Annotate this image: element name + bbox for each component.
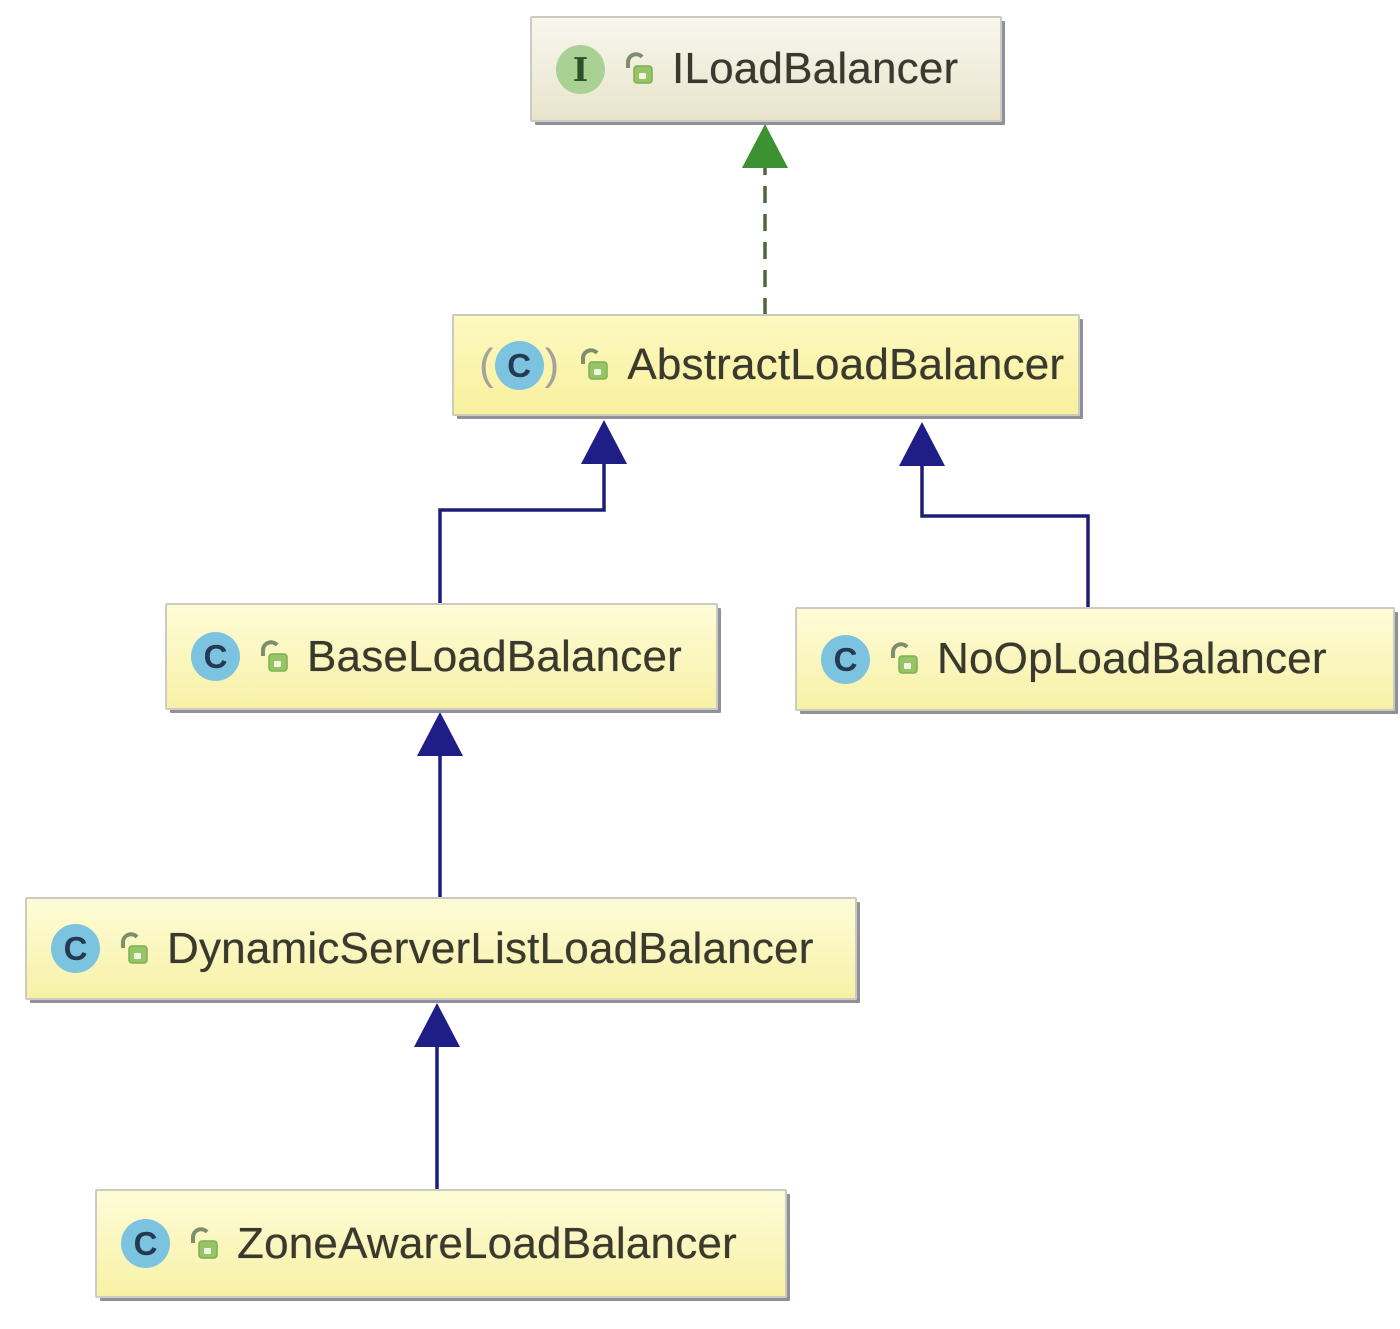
type-icon-wrap: ( C ) <box>51 924 100 973</box>
class-node-nooploadbalancer[interactable]: ( C ) NoOpLoadBalancer <box>795 607 1395 711</box>
class-name-label: ZoneAwareLoadBalancer <box>237 1218 737 1268</box>
class-name-label: BaseLoadBalancer <box>307 631 683 681</box>
public-unlock-icon <box>257 639 290 675</box>
extends-edge-base-extends-abstract[interactable] <box>438 464 606 603</box>
implements-arrowhead-abstract-implements-iloadbalancer[interactable] <box>742 124 788 168</box>
class-node-dynamicserverlistloadbalancer[interactable]: ( C ) DynamicServerListLoadBalancer <box>25 897 857 1000</box>
type-icon-wrap: ( C ) <box>121 1219 170 1268</box>
type-icon-wrap: ( C ) <box>191 632 240 681</box>
class-name-label: DynamicServerListLoadBalancer <box>167 923 814 973</box>
class-node-zoneawareloadbalancer[interactable]: ( C ) ZoneAwareLoadBalancer <box>95 1189 787 1298</box>
extends-edge-noop-extends-abstract[interactable] <box>920 466 1090 607</box>
class-node-baseloadbalancer[interactable]: ( C ) BaseLoadBalancer <box>165 603 718 710</box>
type-icon-wrap: ( C ) <box>821 634 870 684</box>
public-unlock-icon <box>622 51 655 87</box>
class-icon: C <box>191 632 240 681</box>
class-icon: C <box>121 1219 170 1268</box>
extends-arrowhead-zoneaware-extends-dynamic[interactable] <box>414 1003 460 1047</box>
class-icon: C <box>51 924 100 973</box>
interface-node-iloadbalancer[interactable]: ( I ) ILoadBalancer <box>530 16 1002 122</box>
abstract-paren-right: ) <box>544 340 560 389</box>
public-unlock-icon <box>887 641 920 677</box>
public-unlock-icon <box>117 931 150 967</box>
public-unlock-icon <box>187 1226 220 1262</box>
abstract-class-icon: C <box>494 340 544 390</box>
class-icon: C <box>821 634 870 684</box>
interface-icon: I <box>556 44 605 94</box>
public-unlock-icon <box>577 347 610 383</box>
class-name-label: ILoadBalancer <box>672 44 959 93</box>
extends-arrowhead-noop-extends-abstract[interactable] <box>899 422 945 466</box>
extends-arrowhead-dynamic-extends-base[interactable] <box>417 712 463 756</box>
abstract-class-node-abstractloadbalancer[interactable]: ( C ) AbstractLoadBalancer <box>452 314 1080 416</box>
class-name-label: NoOpLoadBalancer <box>937 634 1327 683</box>
extends-arrowhead-base-extends-abstract[interactable] <box>581 420 627 464</box>
type-icon-wrap: ( I ) <box>556 44 605 94</box>
type-icon-wrap: ( C ) <box>478 340 560 390</box>
abstract-paren-left: ( <box>479 340 494 389</box>
class-name-label: AbstractLoadBalancer <box>627 340 1065 389</box>
